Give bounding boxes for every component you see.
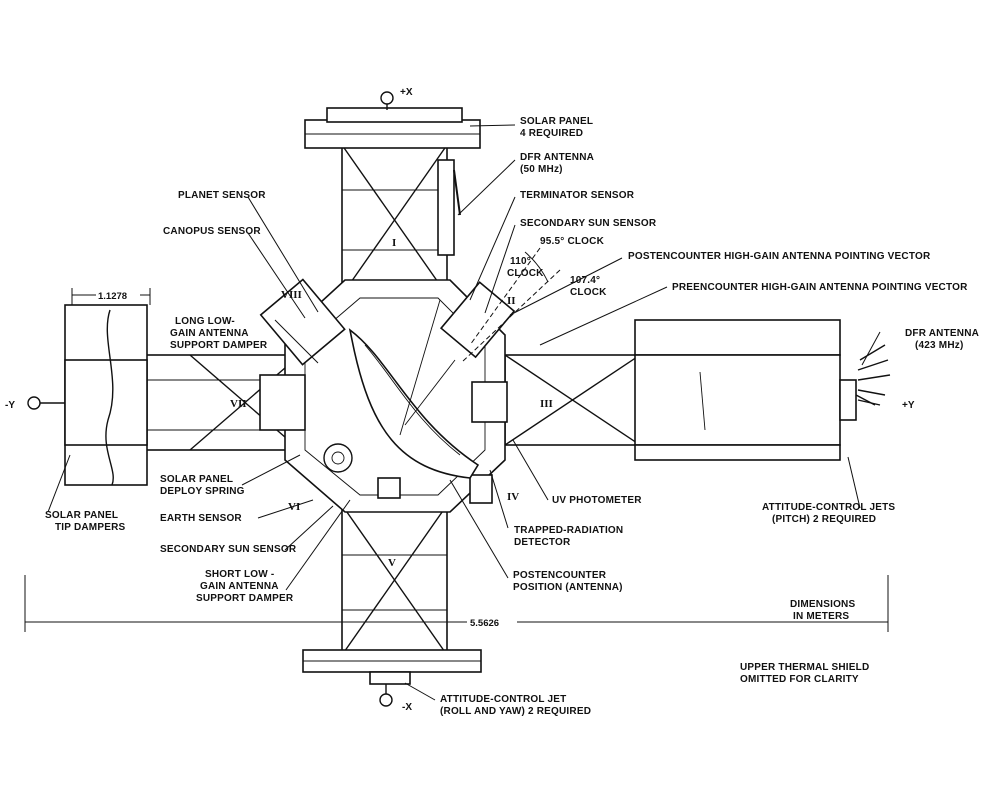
solar-panel-plus-x bbox=[304, 91, 481, 296]
label-solar-deploy-2: DEPLOY SPRING bbox=[160, 486, 245, 497]
label-earth-sensor: EARTH SENSOR bbox=[160, 513, 242, 524]
label-attitude-pitch-2: (PITCH) 2 REQUIRED bbox=[772, 514, 876, 525]
label-solar-panel: SOLAR PANEL bbox=[520, 116, 593, 127]
label-attitude-roll-2: (ROLL AND YAW) 2 REQUIRED bbox=[440, 706, 591, 717]
bay-label-viii: VIII bbox=[281, 289, 302, 301]
high-gain-antenna bbox=[348, 299, 480, 479]
label-clock-110-unit: CLOCK bbox=[507, 268, 544, 279]
leader-lines bbox=[47, 124, 881, 701]
label-dfr-antenna-423-freq: (423 MHz) bbox=[915, 340, 963, 351]
bay-label-iii: III bbox=[540, 398, 553, 410]
solar-panel-plus-y bbox=[504, 319, 891, 461]
label-upper-shield-1: UPPER THERMAL SHIELD bbox=[740, 662, 869, 673]
label-postencounter-position-2: POSITION (ANTENNA) bbox=[513, 582, 623, 593]
label-attitude-roll-1: ATTITUDE-CONTROL JET bbox=[440, 694, 566, 705]
dim-5-5626: 5.5626 bbox=[470, 618, 499, 629]
label-canopus-sensor: CANOPUS SENSOR bbox=[163, 226, 261, 237]
label-solar-deploy-1: SOLAR PANEL bbox=[160, 474, 233, 485]
label-dimensions: DIMENSIONS bbox=[790, 599, 855, 610]
bay-label-vii: VII bbox=[230, 398, 247, 410]
label-terminator-sensor: TERMINATOR SENSOR bbox=[520, 190, 635, 201]
label-clock-110: 110° bbox=[510, 256, 531, 267]
label-uv-photometer: UV PHOTOMETER bbox=[552, 495, 642, 506]
bay-label-vi: VI bbox=[288, 501, 300, 513]
label-clock-107-4-unit: CLOCK bbox=[570, 287, 607, 298]
dim-1-1278-bg bbox=[96, 288, 140, 302]
label-short-lga-2: GAIN ANTENNA bbox=[200, 581, 279, 592]
label-clock-107-4: 107.4° bbox=[570, 275, 600, 286]
bay-label-v: V bbox=[388, 557, 396, 569]
axis-plus-y: +Y bbox=[902, 400, 915, 411]
solar-panel-minus-x bbox=[302, 504, 482, 707]
label-short-lga-1: SHORT LOW - bbox=[205, 569, 274, 580]
label-tip-dampers-1: SOLAR PANEL bbox=[45, 510, 118, 521]
label-preencounter-hga-vector: PREENCOUNTER HIGH-GAIN ANTENNA POINTING … bbox=[672, 282, 968, 293]
label-upper-shield-2: OMITTED FOR CLARITY bbox=[740, 674, 859, 685]
label-dfr-antenna-423: DFR ANTENNA bbox=[905, 328, 979, 339]
label-attitude-pitch-1: ATTITUDE-CONTROL JETS bbox=[762, 502, 895, 513]
label-long-lga-1: LONG LOW- bbox=[175, 316, 235, 327]
label-secondary-sun-sensor-bottom: SECONDARY SUN SENSOR bbox=[160, 544, 297, 555]
axis-minus-x: -X bbox=[402, 702, 412, 713]
label-solar-panel-count: 4 REQUIRED bbox=[520, 128, 583, 139]
label-dfr-antenna-50-freq: (50 MHz) bbox=[520, 164, 563, 175]
label-postencounter-hga-vector: POSTENCOUNTER HIGH-GAIN ANTENNA POINTING… bbox=[628, 251, 931, 262]
dim-1-1278: 1.1278 bbox=[98, 291, 127, 302]
label-planet-sensor: PLANET SENSOR bbox=[178, 190, 266, 201]
label-postencounter-position-1: POSTENCOUNTER bbox=[513, 570, 607, 581]
label-dfr-antenna-50: DFR ANTENNA bbox=[520, 152, 594, 163]
label-trapped-radiation-2: DETECTOR bbox=[514, 537, 571, 548]
axis-minus-y: -Y bbox=[5, 400, 15, 411]
label-long-lga-3: SUPPORT DAMPER bbox=[170, 340, 268, 351]
label-tip-dampers-2: TIP DAMPERS bbox=[55, 522, 125, 533]
dimension-lines bbox=[24, 288, 889, 632]
label-short-lga-3: SUPPORT DAMPER bbox=[196, 593, 294, 604]
bay-label-ii: II bbox=[507, 295, 516, 307]
dim-5-5626-bg bbox=[467, 615, 517, 629]
axis-plus-x: +X bbox=[400, 87, 413, 98]
label-clock-95-5: 95.5° CLOCK bbox=[540, 236, 605, 247]
label-long-lga-2: GAIN ANTENNA bbox=[170, 328, 249, 339]
bay-label-i: I bbox=[392, 237, 396, 249]
bay-label-iv: IV bbox=[507, 491, 519, 503]
label-dimensions-units: IN METERS bbox=[793, 611, 849, 622]
label-trapped-radiation-1: TRAPPED-RADIATION bbox=[514, 525, 623, 536]
label-secondary-sun-sensor-top: SECONDARY SUN SENSOR bbox=[520, 218, 657, 229]
